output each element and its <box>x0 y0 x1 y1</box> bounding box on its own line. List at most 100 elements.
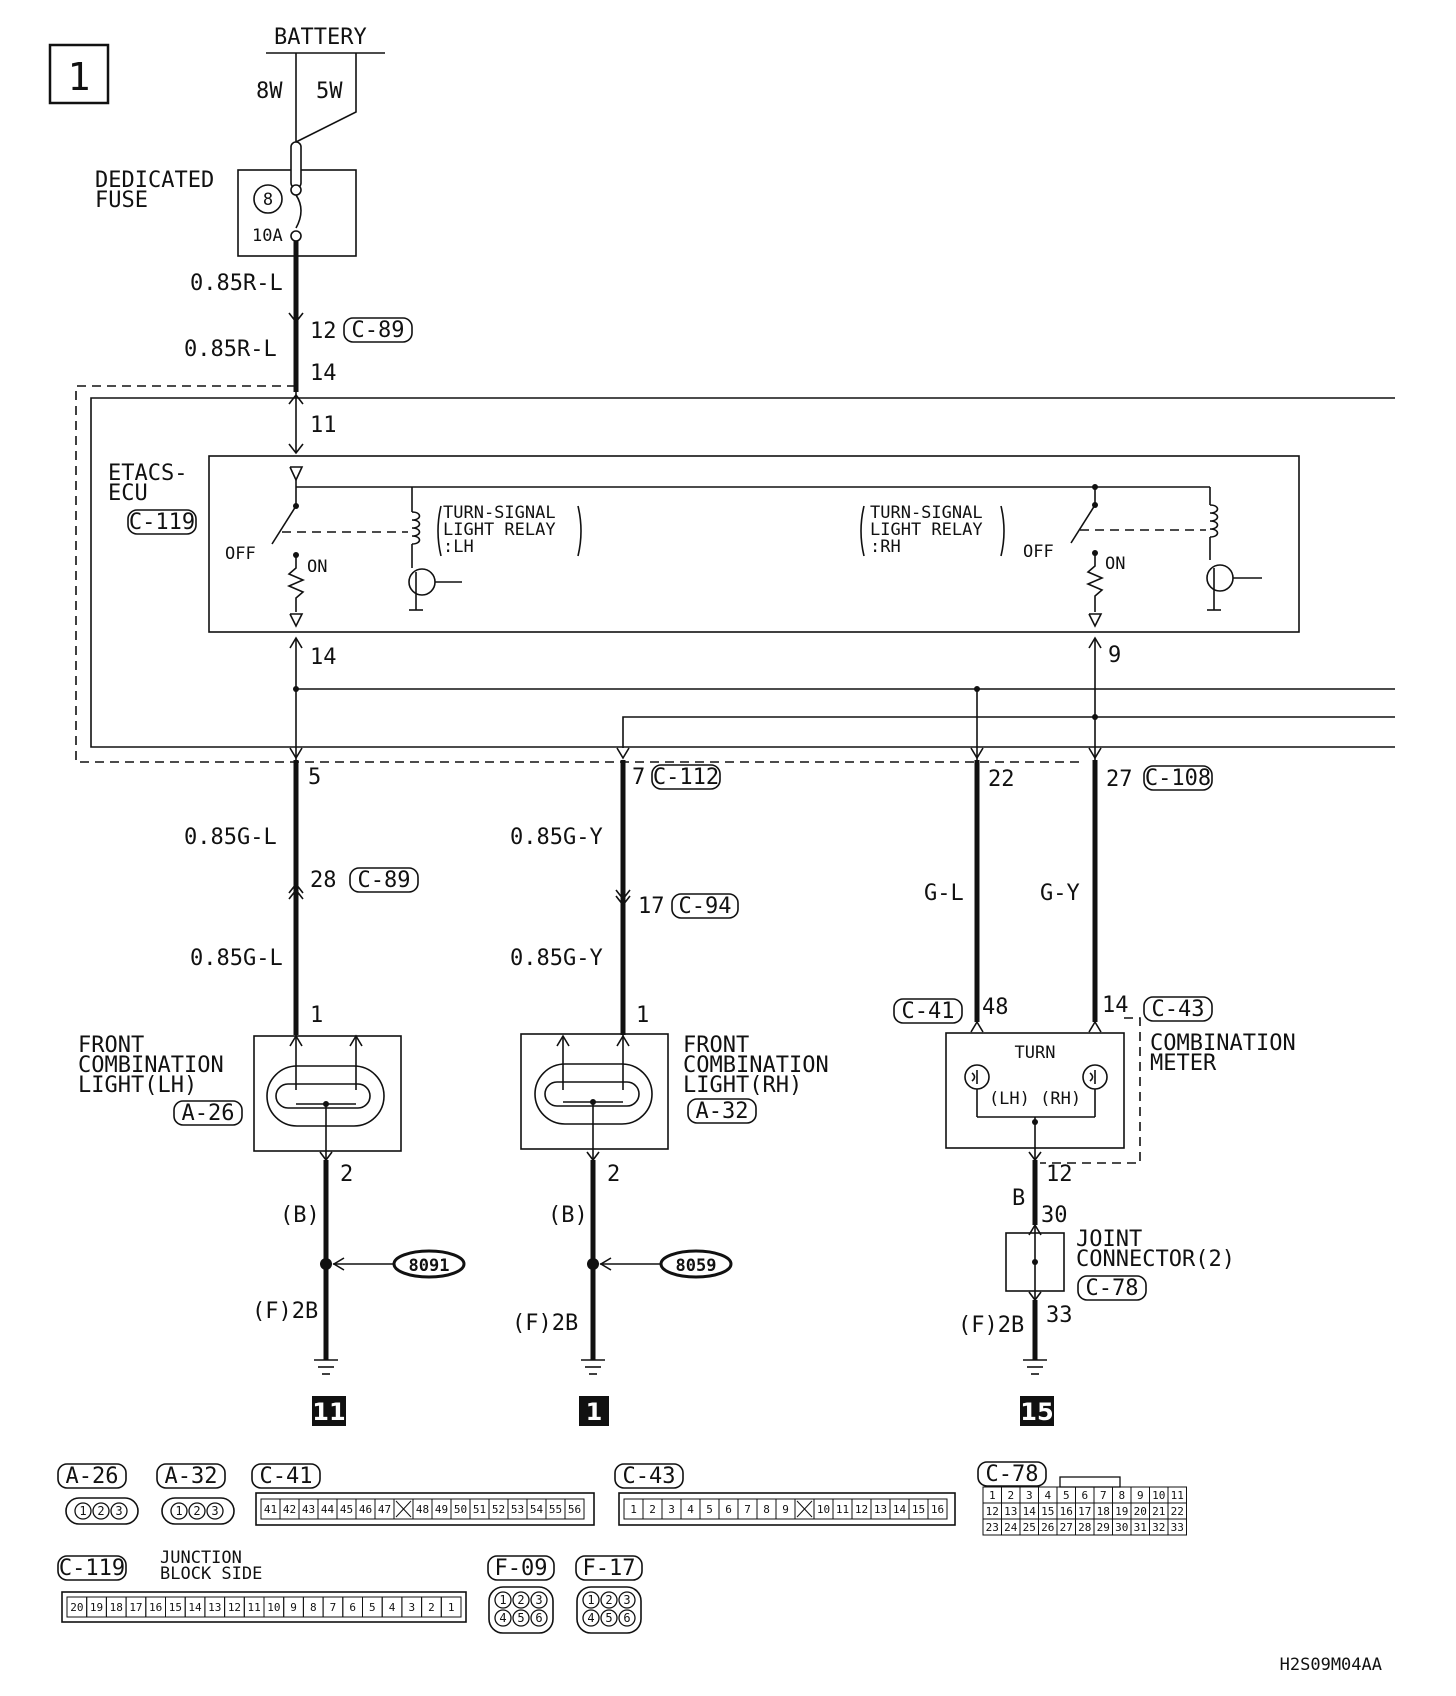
pin-number: 4 <box>499 1611 506 1625</box>
connector-ref-c43: C-43 <box>1143 996 1213 1022</box>
pin-number: 4 <box>389 1601 396 1614</box>
pin-number: 31 <box>1134 1521 1147 1534</box>
connector-ref-c112: C-112 <box>651 764 721 790</box>
diagram-code: H2S09M04AA <box>1280 1655 1382 1675</box>
pin-number: 17 <box>1078 1505 1091 1518</box>
svg-text:C-78: C-78 <box>986 1462 1039 1487</box>
svg-text:C-78: C-78 <box>1086 1276 1139 1301</box>
diagram-number: 1 <box>68 55 91 99</box>
pin-cell <box>618 1591 636 1609</box>
connector-ref-c89-lh: C-89 <box>349 867 419 893</box>
pin-number: 13 <box>874 1503 887 1516</box>
svg-text:F-17: F-17 <box>583 1556 636 1581</box>
dedicated-fuse: DEDICATED FUSE 8 10A <box>95 141 357 257</box>
fuse-number: 8 <box>263 190 273 210</box>
svg-text:F-09: F-09 <box>495 1556 548 1581</box>
joint-pin-in: 30 <box>1041 1203 1068 1228</box>
pin-cell <box>440 1596 462 1618</box>
svg-text:C-43: C-43 <box>623 1464 676 1489</box>
connector-view-c78-label: C-78 <box>977 1461 1047 1487</box>
top-feed-wire: 0.85R-L 12 C-89 0.85R-L 14 11 <box>184 241 413 455</box>
pin-number: 1 <box>989 1489 996 1502</box>
svg-text:C-89: C-89 <box>358 868 411 893</box>
rh-splice: 8059 <box>659 1249 733 1279</box>
svg-text:2: 2 <box>97 1504 104 1518</box>
pin-number: 55 <box>549 1503 562 1516</box>
connector-ref-c89-top: C-89 <box>343 317 413 343</box>
pin-number: 1 <box>630 1503 637 1516</box>
pin-number: 41 <box>264 1503 277 1516</box>
pin-number: 14 <box>188 1601 202 1614</box>
meter-wire-gy: G-Y <box>1040 881 1080 906</box>
lh-lamp-line2: COMBINATION <box>78 1053 224 1078</box>
ecu-pin-out-lh: 14 <box>310 645 337 670</box>
meter-pin-gy: 14 <box>1102 993 1129 1018</box>
rh-pin-mid: 17 <box>638 894 665 919</box>
c119-side-line2: BLOCK SIDE <box>160 1564 262 1584</box>
pin-number: 10 <box>1152 1489 1165 1502</box>
meter-ground-code: (F)2B <box>958 1313 1024 1338</box>
connector-view-c43-label: C-43 <box>614 1463 684 1489</box>
pin-number: 6 <box>349 1601 356 1614</box>
pin-number: 6 <box>1081 1489 1088 1502</box>
relay-lh-line1: TURN-SIGNAL <box>443 503 556 523</box>
pin-number: 2 <box>649 1503 656 1516</box>
fuse-number-circle <box>253 184 283 214</box>
blank-pin-mark <box>796 1500 813 1518</box>
connector-views: A-26 1 2 3 A-32 1 2 3 C-41 4 <box>57 1461 1187 1634</box>
lh-off-label: OFF <box>225 544 256 564</box>
pin-cell <box>582 1609 600 1627</box>
connector-view-f09-label: F-09 <box>487 1555 555 1581</box>
pin-cell <box>494 1591 512 1609</box>
rh-branch: 7 C-112 0.85G-Y 17 C-94 0.85G-Y 1 FRONT … <box>510 760 829 1426</box>
pin-cell <box>600 1591 618 1609</box>
ecu-label-line1: ETACS- <box>108 461 187 486</box>
connector-view-c43-shell <box>618 1492 956 1526</box>
lh-ground-ref: 11 <box>312 1396 346 1426</box>
meter-pin-gy-top: 27 <box>1106 767 1133 792</box>
pin-number: 5 <box>517 1611 524 1625</box>
rh-off-label: OFF <box>1023 542 1054 562</box>
connector-ref-c119: C-119 <box>127 509 197 535</box>
svg-text:3: 3 <box>211 1504 218 1518</box>
meter-turn-label: TURN <box>1015 1043 1056 1063</box>
pin-number: 16 <box>149 1601 162 1614</box>
rh-ground-ref: 1 <box>579 1396 609 1426</box>
rh-lamp-line3: LIGHT(RH) <box>683 1073 802 1098</box>
svg-text:C-119: C-119 <box>129 510 195 535</box>
pin-cell <box>494 1609 512 1627</box>
svg-text:C-119: C-119 <box>59 1556 125 1581</box>
pin-number: 24 <box>1004 1521 1018 1534</box>
svg-text:8059: 8059 <box>676 1256 717 1276</box>
connector-ref-c78: C-78 <box>1077 1275 1147 1301</box>
ecu-pin-in: 11 <box>310 413 337 438</box>
svg-text:C-43: C-43 <box>1152 997 1205 1022</box>
pin-number: 7 <box>1100 1489 1107 1502</box>
battery: BATTERY 8W 5W <box>256 25 385 143</box>
pin-number: 46 <box>359 1503 372 1516</box>
meter-pin-gl: 48 <box>982 995 1009 1020</box>
svg-text:C-41: C-41 <box>260 1464 313 1489</box>
battery-wire-5w: 5W <box>316 79 343 104</box>
svg-text:C-89: C-89 <box>352 318 405 343</box>
pin-number: 20 <box>1134 1505 1147 1518</box>
pin-number: 45 <box>340 1503 353 1516</box>
pin-number: 11 <box>248 1601 261 1614</box>
pin-number: 56 <box>568 1503 581 1516</box>
pin-number: 1 <box>448 1601 455 1614</box>
pin-number: 12 <box>855 1503 868 1516</box>
rh-lamp-box <box>520 1033 669 1150</box>
pin-number: 32 <box>1152 1521 1165 1534</box>
pin-number: 19 <box>1115 1505 1128 1518</box>
fuse-label-line2: FUSE <box>95 188 148 213</box>
ecu-box <box>208 455 1300 633</box>
pin-number: 4 <box>587 1611 594 1625</box>
svg-text:15: 15 <box>1020 1398 1053 1426</box>
blank-pin-mark <box>395 1500 412 1518</box>
pin-number: 48 <box>416 1503 429 1516</box>
svg-text:A-26: A-26 <box>66 1464 119 1489</box>
fuse-label-line1: DEDICATED <box>95 168 214 193</box>
pin-cell <box>564 1498 585 1520</box>
